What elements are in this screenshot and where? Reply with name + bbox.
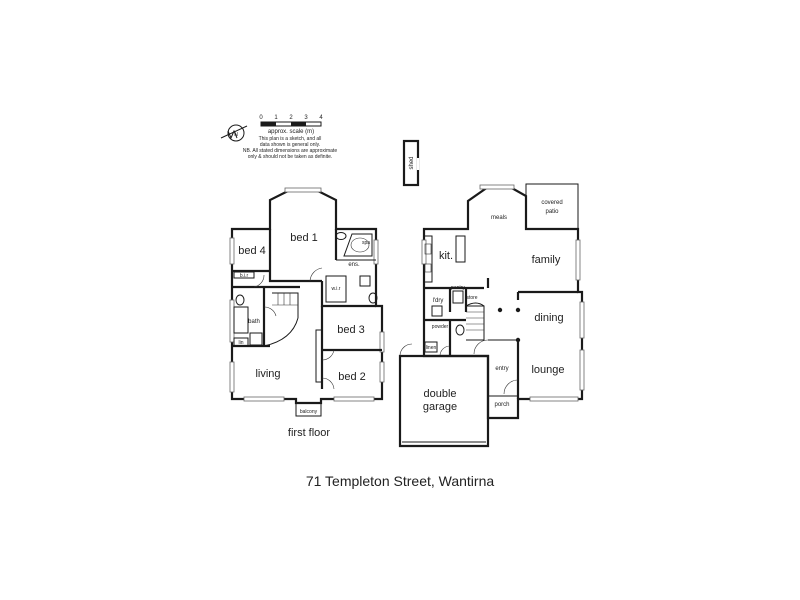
scale-bar: [260, 121, 322, 127]
linen-label-gf: linen: [426, 345, 437, 351]
laundry-label: l'dry: [433, 298, 444, 304]
powder-label: powder: [432, 324, 449, 330]
staircase-icon: [263, 292, 299, 347]
compass-label: N: [234, 132, 238, 138]
scale-label: approx. scale (m): [268, 129, 314, 135]
bath-label: bath: [248, 319, 260, 325]
property-address: 71 Templeton Street, Wantirna: [305, 473, 495, 489]
entry-label: entry: [495, 366, 508, 372]
compass-icon: [220, 124, 248, 142]
bed3-label: bed 3: [337, 324, 365, 336]
ground-floor-plan: pantry store powder linen meals covered …: [398, 183, 585, 448]
pantry-label: pantry: [451, 285, 465, 291]
store-label: store: [466, 295, 477, 301]
garage-label-1: double: [423, 388, 456, 400]
toilet-icon: [368, 292, 378, 304]
toilet-icon-2: [235, 294, 245, 306]
dining-label: dining: [534, 312, 563, 324]
bed2-label: bed 2: [338, 371, 366, 383]
staircase-icon-ground: [465, 302, 485, 341]
kitchen-benches: [424, 235, 466, 283]
scale-note-3: NB. All stated dimensions are approximat…: [243, 148, 337, 154]
shed-label: shed: [409, 156, 415, 169]
scale-tick-3: 3: [304, 115, 308, 121]
first-floor-caption: first floor: [288, 427, 331, 439]
scale-legend: N 0 1 2 3 4 approx. scale (m) This plan …: [220, 115, 337, 160]
washing-machine-icon: [431, 305, 443, 317]
cooktop-icon: [424, 243, 432, 255]
spa-icon: [343, 233, 373, 257]
meals-label: meals: [491, 215, 507, 221]
shower-icon-2: [249, 332, 263, 346]
shower-icon: [359, 275, 371, 287]
scale-tick-4: 4: [319, 115, 323, 121]
family-label: family: [532, 254, 561, 266]
garage-label-2: garage: [423, 401, 457, 413]
lounge-label: lounge: [531, 364, 564, 376]
sink-icon: [424, 263, 432, 273]
ens-label: ens.: [348, 262, 360, 268]
bir-label: b.i.r: [240, 273, 249, 279]
scale-tick-1: 1: [274, 115, 278, 121]
bed1-label: bed 1: [290, 232, 318, 244]
covered-patio-label-1: covered: [541, 200, 562, 206]
balcony-label: balcony: [300, 409, 318, 415]
toilet-icon-ground: [455, 324, 465, 336]
porch-label: porch: [494, 402, 509, 408]
covered-patio-label-2: patio: [545, 209, 559, 215]
wir-label: w.i.r: [332, 286, 341, 292]
scale-note-2: data shown is general only.: [260, 142, 320, 148]
scale-note-1: This plan is a sketch, and all: [259, 136, 322, 142]
living-label: living: [255, 368, 280, 380]
linen-label-ff: lin: [238, 340, 243, 346]
basin-icon: [335, 232, 347, 240]
bed4-label: bed 4: [238, 245, 266, 257]
scale-tick-0: 0: [259, 115, 263, 121]
scale-note-4: only & should not be taken as definite.: [248, 154, 333, 160]
scale-tick-2: 2: [289, 115, 293, 121]
spa-label: spa: [362, 240, 370, 246]
first-floor-plan: balcony spa w.i.r: [229, 187, 385, 439]
shed: shed: [402, 139, 420, 187]
kitchen-label: kit.: [439, 250, 453, 262]
bathtub-icon: [233, 306, 249, 334]
